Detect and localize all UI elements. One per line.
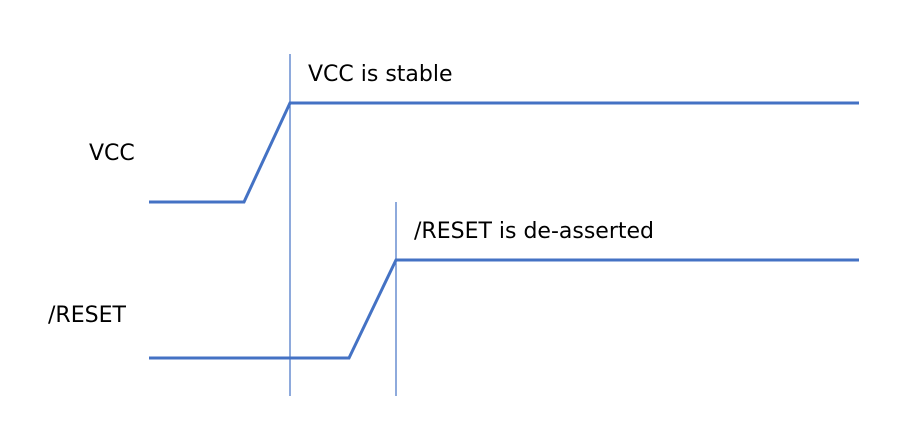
vcc-stable-annotation: VCC is stable <box>308 62 453 87</box>
vcc-waveform <box>149 101 859 204</box>
reset-waveform <box>149 258 859 360</box>
reset-signal-label: /RESET <box>48 303 126 328</box>
vcc-signal-label: VCC <box>89 141 135 166</box>
reset-deasserted-annotation: /RESET is de-asserted <box>414 219 654 244</box>
